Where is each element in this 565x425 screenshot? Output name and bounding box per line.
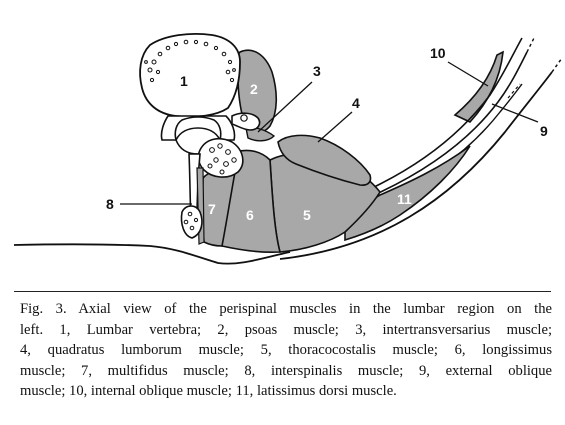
leader-line-3 (257, 81, 313, 133)
skin-outer-curve (279, 71, 553, 260)
internal-oblique-muscle (453, 50, 504, 123)
leader-line-4 (317, 111, 353, 143)
label-4: 4 (352, 95, 360, 111)
transverse-process-dot (240, 114, 248, 122)
wall-line-3 (379, 83, 523, 201)
wall-line-1 (371, 37, 523, 189)
caption-line: muscle; 10, internal oblique muscle; 11,… (20, 383, 397, 399)
skin-line (13, 243, 291, 265)
spinous-tip-dots (183, 211, 199, 231)
articular-process (197, 137, 244, 178)
caption-line: Fig. 3. Axial view of the perispinal mus… (20, 301, 552, 317)
quadratus-lumborum-muscle (277, 134, 372, 186)
leader-line-9 (491, 103, 539, 123)
label-2: 2 (250, 81, 258, 97)
wall-line-2-dashed (526, 37, 535, 53)
figure-caption: Fig. 3. Axial view of the perispinal mus… (20, 299, 552, 402)
label-5: 5 (303, 207, 311, 223)
transverse-process (231, 112, 261, 131)
lumbar-vertebral-body (139, 33, 241, 118)
wall-line-3-dashed (507, 83, 521, 99)
leader-line-10 (447, 61, 489, 87)
label-10: 10 (430, 45, 446, 61)
label-7: 7 (208, 201, 216, 217)
caption-line: muscle; 7, multifidus muscle; 8, intersp… (20, 362, 552, 379)
caption-rule (14, 291, 551, 292)
label-3: 3 (313, 63, 321, 79)
label-11: 11 (397, 191, 412, 207)
caption-line: 4, quadratus lumborum muscle; 5, thoraco… (20, 342, 552, 358)
label-9: 9 (540, 123, 548, 139)
caption-line: left. 1, Lumbar vertebra; 2, psoas muscl… (20, 321, 552, 338)
wall-line-2 (371, 51, 528, 197)
skin-outer-curve-dashed (551, 57, 563, 73)
articular-dots (207, 143, 237, 175)
label-1: 1 (180, 73, 188, 89)
vertebra-trabecular-dots (144, 39, 236, 83)
vertebral-arch (160, 115, 236, 141)
spinous-tip (180, 205, 203, 239)
label-8: 8 (106, 196, 114, 212)
anatomy-figure: 1 2 3 4 5 6 7 8 9 10 11 (13, 33, 563, 265)
label-6: 6 (246, 207, 254, 223)
